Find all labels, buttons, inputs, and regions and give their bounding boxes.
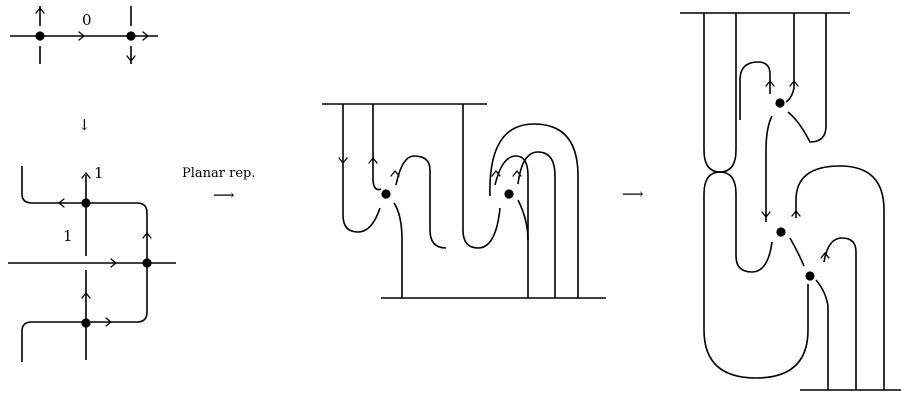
arrow-right-icon [105,317,112,327]
panel-right-diagram [680,12,901,391]
arrow-up-icon [142,232,152,239]
arrow-up-icon [512,170,522,177]
strand-left-inner [703,13,809,379]
panel-planar-diagram [322,103,606,299]
planar-rep-label: Planar rep. [182,166,256,181]
vertex-upper [775,98,785,108]
vertex-lower [81,318,91,328]
weight-label-1-mid: 1 [63,227,73,245]
vertex-2 [504,189,514,199]
arrow-up-icon [791,210,801,217]
right-arrow-symbol: ⟶ [622,185,644,203]
arrow-down-icon [338,157,348,164]
arrow-up-icon [789,80,799,87]
right-arrow-symbol: ⟶ [213,186,235,204]
strand-vertical-mid [765,115,773,222]
strand-d [393,202,403,298]
lower-strand [21,262,148,362]
strand-connector [789,237,805,267]
arrow-left-icon [58,198,65,208]
vertex-right [142,258,152,268]
arrow-right-icon [142,31,149,41]
arrow-down-icon [761,211,771,218]
strand-f [494,155,529,298]
down-arrow-symbol: ↓ [78,116,91,134]
weight-label-1-top: 1 [94,164,104,182]
strand-upper-loop [739,61,771,120]
vertex-left [35,31,45,41]
strand-big-arc [795,165,885,390]
strand-left-outer [703,13,773,273]
strand-upper-mid [785,13,795,103]
vertex-lower [805,271,815,281]
weight-label-0: 0 [82,11,92,29]
vertex-middle [776,227,786,237]
arrow-right-icon [110,258,117,268]
arrow-up-icon [820,252,830,259]
strand-b [372,104,382,191]
arrow-up-icon [81,292,91,299]
arrow-right-icon [78,31,85,41]
arrow-down-icon [126,55,136,62]
strand-e [462,104,501,249]
arrow-up-icon [368,157,378,164]
upper-strand [21,166,148,262]
panel-top-graph: 0 [10,6,158,64]
arrow-up-icon [390,170,400,177]
vertex-1 [381,189,391,199]
strand-c [395,155,447,249]
strand-lower-loop [823,237,857,390]
panel-left-graph: 1 1 [8,164,176,362]
strand-h [489,123,579,298]
strand-g [517,199,529,241]
arrow-up-icon [765,80,775,87]
strand-lower-vertical [815,279,829,390]
arrow-up-icon [81,172,91,179]
strand-i [517,151,556,298]
strand-upper-right [787,13,827,143]
arrow-up-icon [35,7,45,14]
vertex-right [126,31,136,41]
arrow-up-icon [491,170,501,177]
vertex-upper [81,198,91,208]
strand-a [342,104,381,233]
